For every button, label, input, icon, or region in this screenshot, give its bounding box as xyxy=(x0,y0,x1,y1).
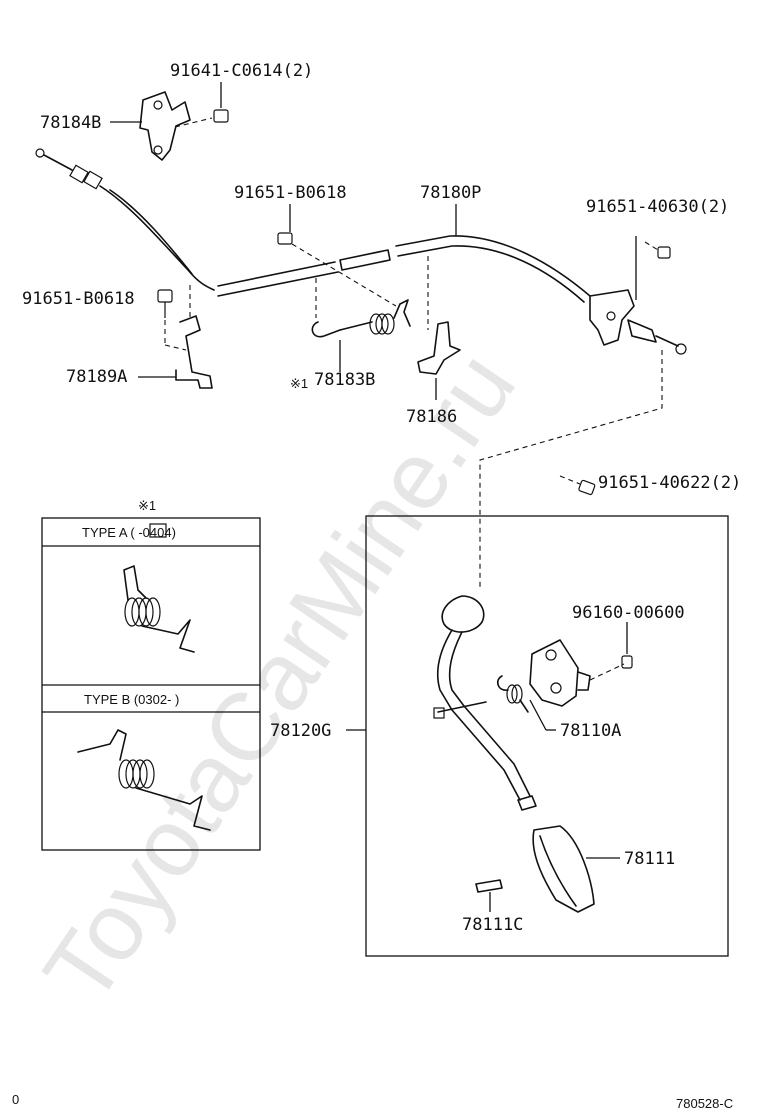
nut-drawing xyxy=(621,622,633,669)
clip-78186-drawing xyxy=(417,256,461,400)
label-bracket: 78184B xyxy=(40,113,101,133)
pedal-assembly-box xyxy=(365,515,729,957)
note-marker-spring: ※1 xyxy=(290,376,308,391)
footer-left: 0 xyxy=(12,1092,19,1107)
label-type-b: TYPE B (0302- ) xyxy=(84,692,179,707)
type-a-spring-drawing xyxy=(123,565,195,653)
inset-marker: ※1 xyxy=(138,498,156,513)
label-bolt-top: 91641-C0614(2) xyxy=(170,61,313,81)
pad-insert-drawing xyxy=(475,879,503,912)
bracket-78184b-drawing xyxy=(110,91,213,161)
bolt-top-drawing xyxy=(213,82,229,123)
clamp-78189a-drawing xyxy=(138,285,213,389)
bolt-lower-right-drawing xyxy=(559,475,596,496)
type-b-spring-drawing xyxy=(77,729,211,831)
label-type-a: TYPE A ( -0404) xyxy=(82,525,176,540)
type-a-blank-box xyxy=(149,523,167,538)
watermark: ToyotaCarMine.ru xyxy=(24,334,536,1022)
label-bolt-mid: 91651-B0618 xyxy=(234,183,347,203)
label-clamp: 78189A xyxy=(66,367,127,387)
label-spring: 78183B xyxy=(314,370,375,390)
pedal-bracket-drawing xyxy=(529,639,625,731)
pedal-arm-drawing xyxy=(433,595,537,811)
label-cable: 78180P xyxy=(420,183,481,203)
accelerator-cable-drawing xyxy=(35,148,687,355)
label-pedal-bracket: 78110A xyxy=(560,721,621,741)
spring-78183b-drawing xyxy=(311,278,411,372)
bolt-right-drawing xyxy=(635,236,671,300)
inset-type-box xyxy=(41,517,261,851)
label-bolt-lower-right: 91651-40622(2) xyxy=(598,473,741,493)
bolt-mid-drawing xyxy=(277,204,397,307)
label-pad-insert: 78111C xyxy=(462,915,523,935)
label-nut: 96160-00600 xyxy=(572,603,685,623)
footer-code: 780528-C xyxy=(676,1096,733,1111)
cable-to-pedal-dashed xyxy=(479,350,663,590)
label-bolt-left: 91651-B0618 xyxy=(22,289,135,309)
return-spring-drawing xyxy=(496,675,529,713)
pedal-pad-drawing xyxy=(532,825,620,913)
label-clip: 78186 xyxy=(406,407,457,427)
label-pedal-pad: 78111 xyxy=(624,849,675,869)
label-pedal-assy: 78120G xyxy=(270,721,331,741)
label-bolt-right: 91651-40630(2) xyxy=(586,197,729,217)
